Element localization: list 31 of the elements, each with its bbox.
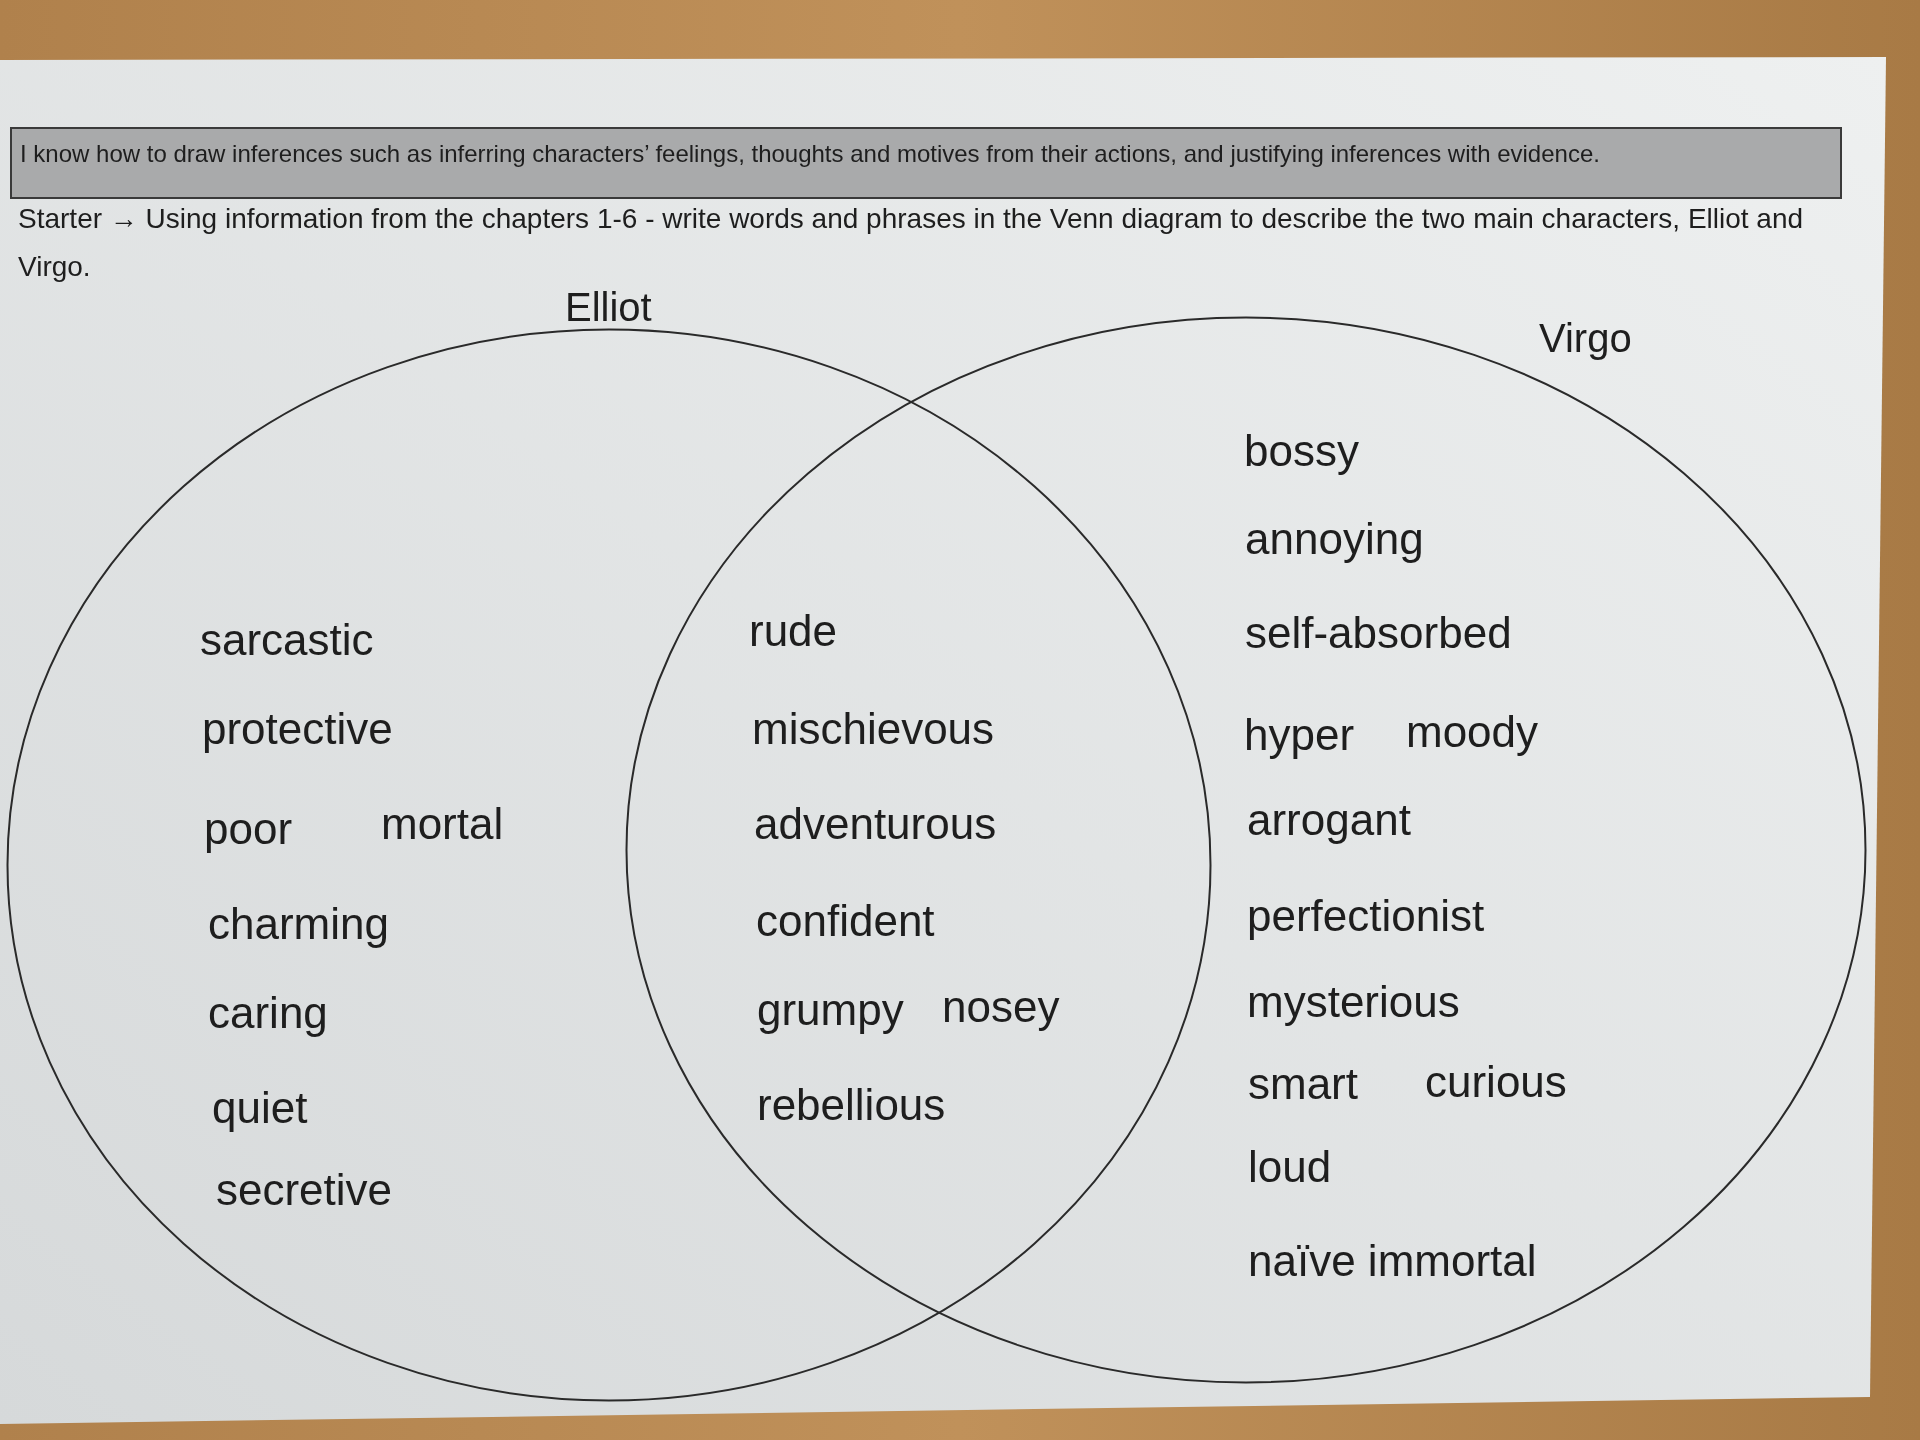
trait-word: smart [1248, 1059, 1358, 1109]
trait-word: naïve immortal [1248, 1236, 1537, 1286]
trait-word: hyper [1244, 710, 1355, 760]
trait-word: confident [756, 896, 935, 946]
trait-word: perfectionist [1247, 891, 1485, 941]
instruction-text: Starter → Using information from the chapters 1-6 - write words and phrases in the Venn diagram to describe the two main characters, Elliot and Virgo. [18, 202, 1805, 284]
trait-word: mortal [381, 799, 504, 849]
trait-word: secretive [216, 1165, 393, 1215]
trait-word: charming [208, 899, 389, 949]
trait-word: quiet [212, 1083, 308, 1133]
trait-word: annoying [1245, 514, 1424, 564]
trait-word: sarcastic [200, 615, 374, 665]
trait-word: self-absorbed [1245, 608, 1512, 658]
circle-heading: Virgo [1539, 318, 1632, 358]
trait-word: bossy [1244, 426, 1359, 476]
trait-word: rebellious [757, 1080, 946, 1130]
trait-word: caring [208, 988, 328, 1038]
trait-word: protective [202, 704, 393, 754]
trait-word: mysterious [1247, 977, 1460, 1027]
trait-word: arrogant [1247, 795, 1411, 845]
circle-heading: Elliot [565, 287, 652, 327]
trait-word: moody [1406, 707, 1539, 757]
trait-word: rude [749, 606, 838, 656]
trait-word: adventurous [754, 799, 997, 849]
trait-word: loud [1248, 1142, 1332, 1192]
objective-banner: I know how to draw inferences such as inferring characters’ feelings, thoughts and motives from their actions, and justifying inferences with evidence. [10, 127, 1842, 199]
trait-word: nosey [942, 982, 1060, 1032]
trait-word: grumpy [757, 985, 904, 1035]
trait-word: poor [204, 804, 293, 854]
trait-word: curious [1425, 1057, 1567, 1107]
trait-word: mischievous [752, 704, 995, 754]
